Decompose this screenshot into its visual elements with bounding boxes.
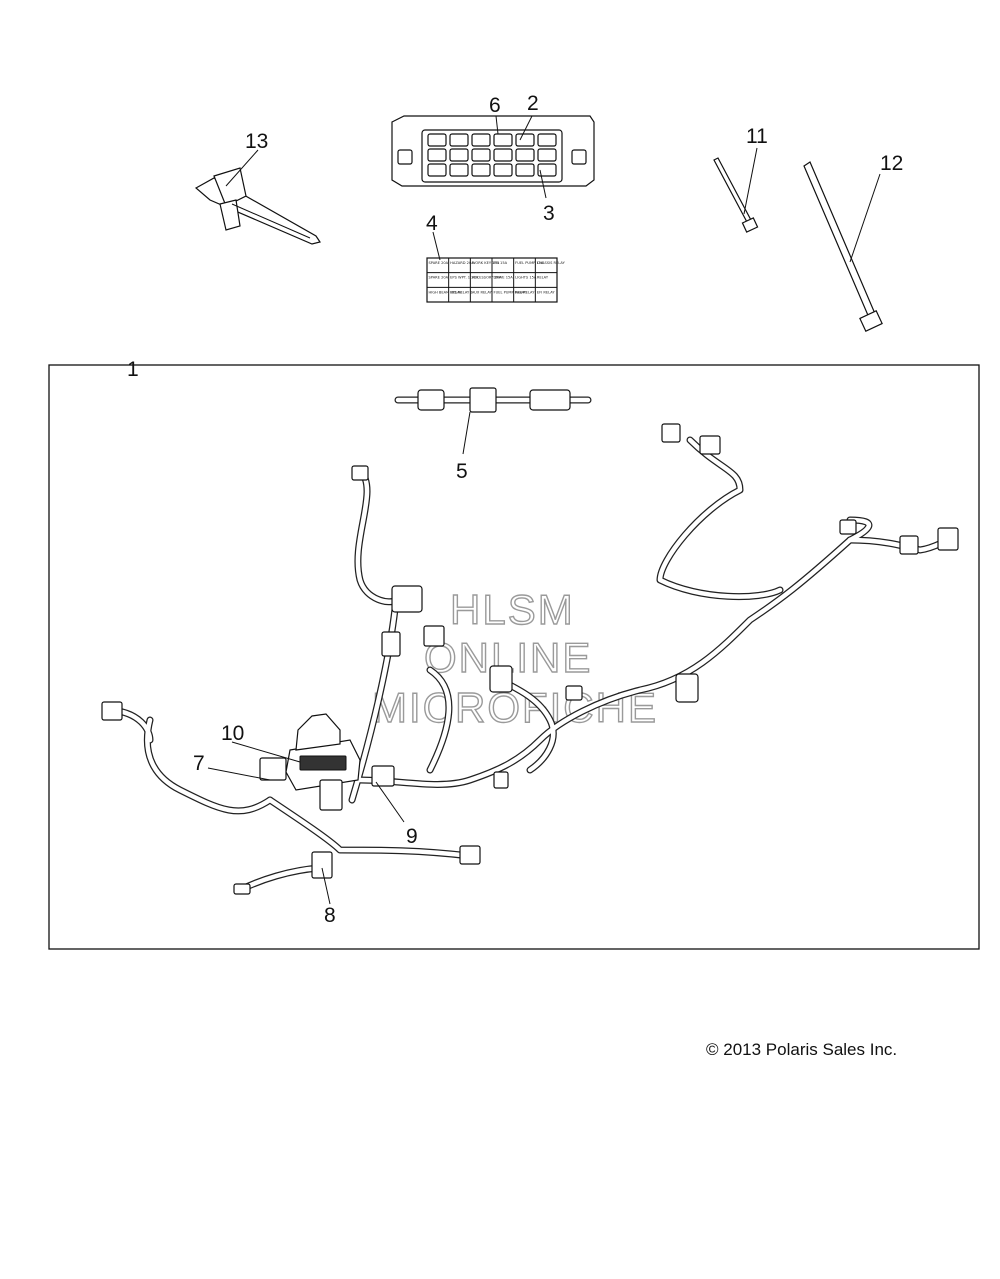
fuse-label-cell: DRIVE 15A (494, 276, 514, 280)
part-11-short-tie (713, 147, 759, 233)
fuse-cell (537, 148, 557, 162)
callout-8: 8 (324, 904, 336, 927)
callout-4: 4 (426, 212, 438, 235)
fuse-cell (537, 133, 557, 147)
fuse-label-cell: FAN RELAY (515, 290, 535, 294)
leader-lines (207, 741, 405, 905)
fuse-cell (471, 163, 491, 177)
fuse-label-cell: EPS WPT. 1 20A (450, 276, 479, 280)
fuse-label-cell: RELAY (537, 276, 549, 280)
callout-2: 2 (527, 92, 539, 115)
fuse-label-cell: CHASSIS RELAY (537, 261, 566, 265)
callout-5: 5 (456, 460, 468, 483)
callout-10: 10 (221, 722, 244, 745)
fuse-cell (493, 133, 513, 147)
callout-9: 9 (406, 825, 418, 848)
fuse-label-cell: SPARE 20A (429, 261, 449, 265)
callouts: 1 2 3 4 5 6 7 8 9 10 11 12 13 (127, 92, 903, 927)
fuse-label-cell: ACCESSORY 20A (472, 276, 502, 280)
fuse-label-cell: FUEL PUMP RELAY (494, 290, 527, 294)
fuse-label-cell: WORK KEY 15A (472, 261, 500, 265)
watermark-line3: MICROFICHE (372, 684, 658, 731)
fuse-cell (427, 148, 447, 162)
harness-frame (48, 364, 980, 950)
fuse-cell (515, 148, 535, 162)
part-6-fuse-box (391, 115, 595, 199)
fuse-cell (471, 148, 491, 162)
callout-7: 7 (193, 752, 205, 775)
fuse-cell (537, 163, 557, 177)
fuse-cell (449, 148, 469, 162)
fuse-cell (515, 163, 535, 177)
callout-6: 6 (489, 94, 501, 117)
fuse-label-cell: EFI 15A (494, 261, 508, 265)
part-13-tie-clip (194, 149, 321, 245)
fuse-label-cell: HAZARD 20A (450, 261, 474, 265)
fuse-cell (515, 133, 535, 147)
fuse-label-cell: EFI RELAY (537, 290, 556, 294)
fuse-label-cell: EPS RELAY 1 (450, 290, 473, 294)
fuse-cell (449, 163, 469, 177)
fuse-cell (493, 148, 513, 162)
callout-1: 1 (127, 358, 139, 381)
callout-3: 3 (543, 202, 555, 225)
callout-13: 13 (245, 130, 268, 153)
fuse-label-cell: SPARE 20A (429, 276, 449, 280)
watermark-line1: HLSM (450, 586, 575, 633)
copyright-notice: © 2013 Polaris Sales Inc. (706, 1040, 898, 1059)
part-12-long-tie (803, 161, 883, 332)
part-5-jumper-harness (394, 387, 592, 455)
callout-11: 11 (746, 125, 768, 148)
fuse-label-cell: LIGHTS 15A (515, 276, 537, 280)
fuse-label-cell: AUX RELAY (472, 290, 493, 294)
fuse-cell (471, 133, 491, 147)
fuse-cell (493, 163, 513, 177)
callout-12: 12 (880, 152, 903, 175)
main-harness (101, 423, 959, 895)
fuse-label-cell: HIGH BEAM RELAY (429, 290, 463, 294)
fuse-cell (427, 163, 447, 177)
fuse-cell (427, 133, 447, 147)
fuse-cell (449, 133, 469, 147)
fuse-label-cell: FUEL PUMP 15A (515, 261, 544, 265)
